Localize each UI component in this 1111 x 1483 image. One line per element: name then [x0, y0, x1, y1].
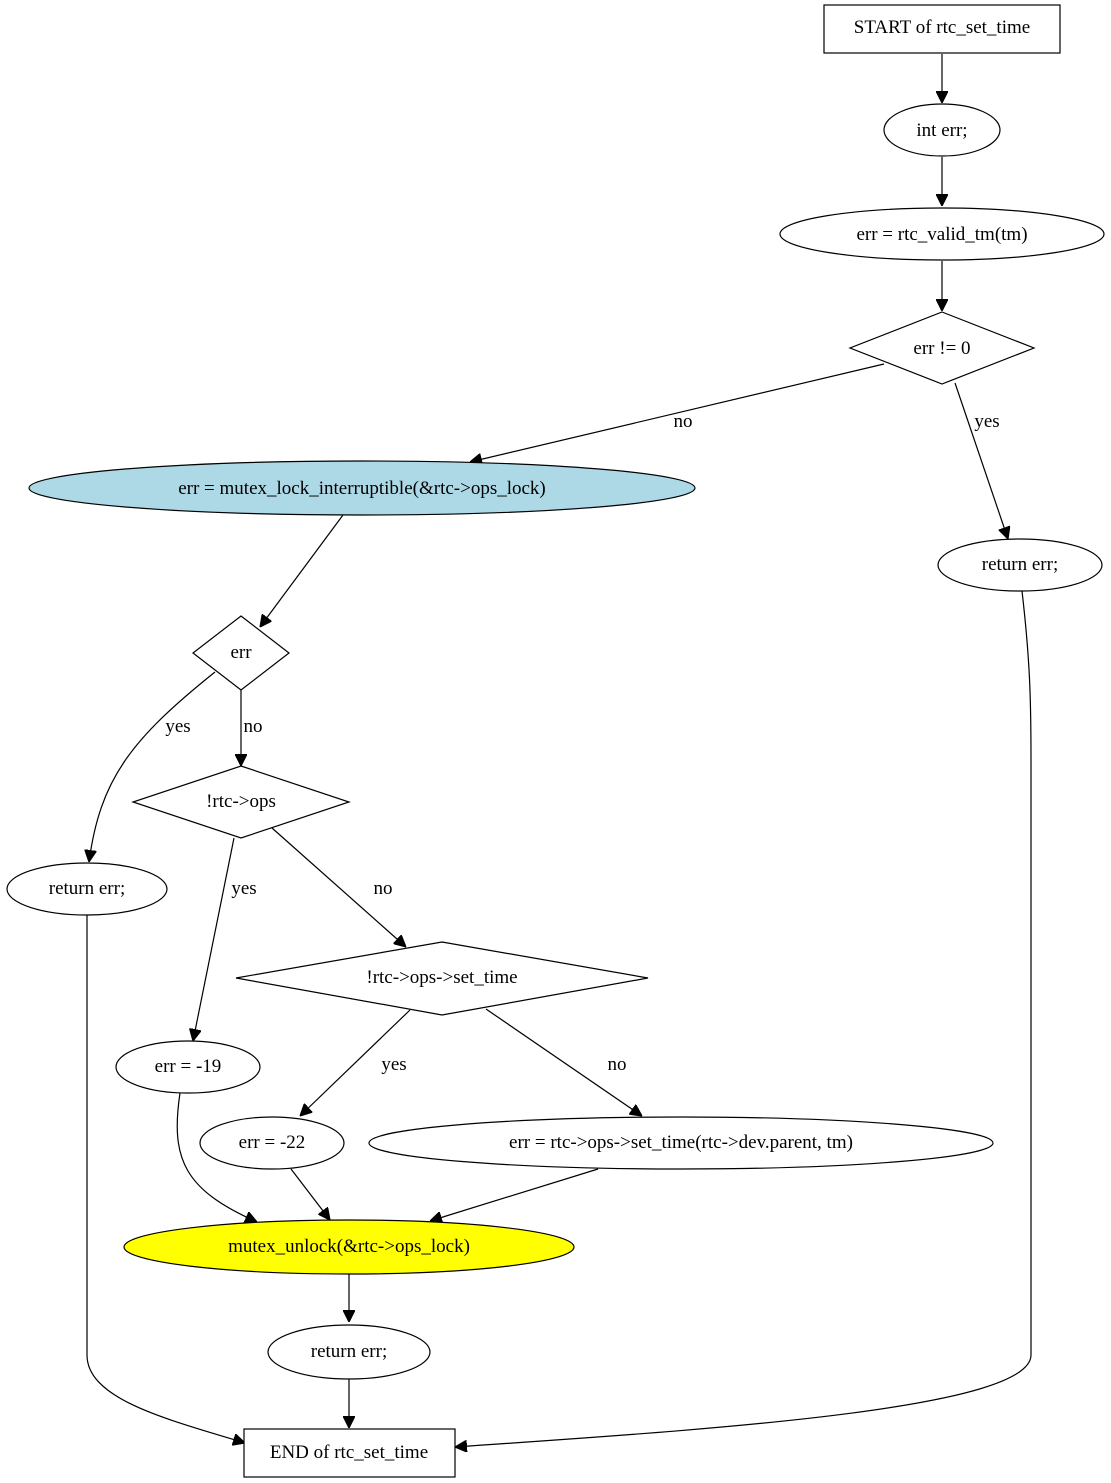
node-mutex-lock: err = mutex_lock_interruptible(&rtc->ops…: [28, 460, 696, 516]
edge-label-ops-no: no: [374, 878, 393, 899]
node-err-minus-22: err = -22: [199, 1116, 345, 1170]
node-call-set-time-label: err = rtc->ops->set_time(rtc->dev.parent…: [509, 1132, 853, 1153]
edge-label-set-time-no: no: [608, 1054, 627, 1075]
edge-cond-set-no-to-call: [485, 1008, 642, 1116]
node-mutex-lock-label: err = mutex_lock_interruptible(&rtc->ops…: [178, 478, 546, 499]
node-cond-err-ne-0-label: err != 0: [913, 338, 970, 359]
node-mutex-unlock-label: mutex_unlock(&rtc->ops_lock): [228, 1236, 470, 1257]
edge-err19-to-unlock: [176, 1092, 257, 1222]
edge-err22-to-unlock: [290, 1168, 330, 1220]
node-decl-err: int err;: [883, 103, 1001, 157]
node-return-err-3: return err;: [267, 1324, 431, 1380]
node-end: END of rtc_set_time: [243, 1428, 456, 1478]
node-mutex-unlock: mutex_unlock(&rtc->ops_lock): [123, 1219, 575, 1275]
node-valid-tm: err = rtc_valid_tm(tm): [779, 207, 1105, 261]
node-cond-err-label: err: [230, 642, 252, 663]
edge-labels: no yes yes no yes no yes no: [165, 411, 999, 1075]
edge-cond-ops-no-to-cond-set: [271, 827, 406, 947]
node-err-minus-22-label: err = -22: [239, 1132, 306, 1153]
edge-cond-ops-yes-to-err19: [193, 837, 235, 1041]
node-cond-no-set-time-label: !rtc->ops->set_time: [366, 967, 517, 988]
edge-cond-no-to-lock: [470, 363, 885, 462]
node-cond-err: err: [192, 615, 290, 691]
edge-label-set-time-yes: yes: [381, 1054, 406, 1075]
node-return-err-2: return err;: [6, 862, 168, 916]
edge-call-to-unlock: [430, 1168, 599, 1221]
node-cond-no-ops-label: !rtc->ops: [206, 791, 276, 812]
nodes: START of rtc_set_time int err; err = rtc…: [6, 4, 1105, 1478]
node-return-err-1: return err;: [937, 538, 1103, 592]
node-end-label: END of rtc_set_time: [270, 1442, 428, 1463]
edge-lock-to-cond-err: [260, 514, 344, 627]
edge-label-err-ne-0-yes: yes: [974, 411, 999, 432]
node-cond-no-set-time: !rtc->ops->set_time: [235, 941, 649, 1016]
node-return-err-1-label: return err;: [982, 554, 1058, 575]
node-err-minus-19-label: err = -19: [155, 1056, 222, 1077]
edge-label-err-no: no: [244, 716, 263, 737]
edge-label-err-ne-0-no: no: [674, 411, 693, 432]
node-start: START of rtc_set_time: [823, 4, 1061, 54]
node-valid-tm-label: err = rtc_valid_tm(tm): [856, 224, 1027, 245]
edges: [86, 54, 1032, 1447]
edge-return2-to-end: [86, 915, 245, 1443]
edge-cond-set-yes-to-err22: [300, 1009, 411, 1116]
node-err-minus-19: err = -19: [115, 1040, 261, 1094]
edge-label-ops-yes: yes: [231, 878, 256, 899]
node-call-set-time: err = rtc->ops->set_time(rtc->dev.parent…: [368, 1116, 994, 1170]
node-start-label: START of rtc_set_time: [854, 17, 1030, 38]
edge-return1-to-end: [455, 590, 1032, 1447]
node-cond-no-ops: !rtc->ops: [131, 765, 351, 839]
node-cond-err-ne-0: err != 0: [848, 311, 1036, 385]
edge-cond-err-yes-to-return2: [89, 671, 216, 862]
node-return-err-2-label: return err;: [49, 878, 125, 899]
node-return-err-3-label: return err;: [311, 1341, 387, 1362]
edge-label-err-yes: yes: [165, 716, 190, 737]
node-decl-err-label: int err;: [916, 120, 967, 141]
edge-cond-yes-to-return1: [954, 382, 1008, 539]
